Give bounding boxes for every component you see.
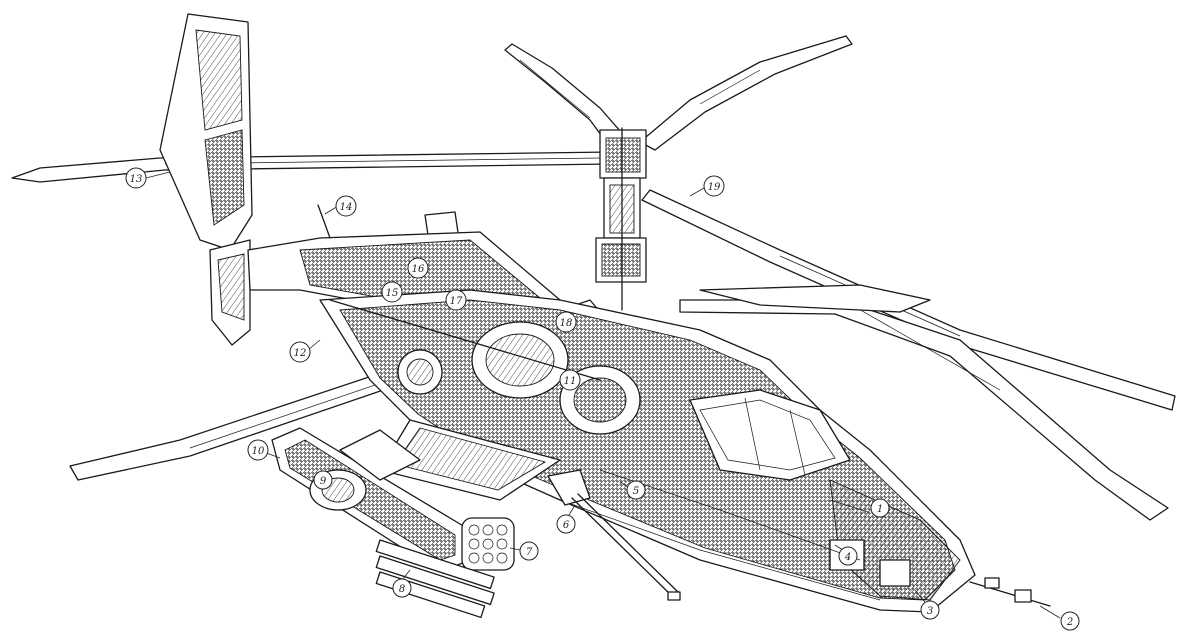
callout-15: 15 bbox=[381, 281, 403, 303]
callout-13: 13 bbox=[125, 167, 147, 189]
callout-17: 17 bbox=[445, 289, 467, 311]
callout-label-15: 15 bbox=[386, 288, 399, 299]
callout-label-5: 5 bbox=[633, 486, 639, 497]
callout-label-7: 7 bbox=[526, 547, 533, 558]
callout-1: 1 bbox=[870, 498, 890, 518]
callout-label-6: 6 bbox=[563, 520, 570, 531]
callout-label-9: 9 bbox=[320, 476, 327, 487]
callout-14: 14 bbox=[335, 195, 357, 217]
side-cannon bbox=[547, 469, 681, 601]
callout-label-11: 11 bbox=[564, 376, 577, 387]
callout-6: 6 bbox=[556, 514, 576, 534]
callout-label-14: 14 bbox=[340, 202, 353, 213]
callout-label-17: 17 bbox=[450, 296, 463, 307]
callout-2: 2 bbox=[1060, 611, 1080, 631]
callout-label-13: 13 bbox=[130, 174, 143, 185]
callout-label-2: 2 bbox=[1066, 617, 1073, 628]
callout-7: 7 bbox=[519, 541, 539, 561]
callout-label-10: 10 bbox=[252, 446, 265, 457]
callout-label-19: 19 bbox=[708, 182, 721, 193]
callout-8: 8 bbox=[392, 578, 412, 598]
callout-19: 19 bbox=[703, 175, 725, 197]
callout-label-16: 16 bbox=[412, 264, 425, 275]
callout-12: 12 bbox=[289, 341, 311, 363]
callout-label-4: 4 bbox=[844, 552, 851, 563]
callout-5: 5 bbox=[626, 480, 646, 500]
callout-9: 9 bbox=[313, 470, 333, 490]
callout-10: 10 bbox=[247, 439, 269, 461]
callout-label-18: 18 bbox=[560, 318, 573, 329]
fuselage bbox=[319, 289, 1051, 613]
callout-4: 4 bbox=[838, 546, 858, 566]
rotor-mast bbox=[595, 127, 647, 311]
callout-label-1: 1 bbox=[877, 504, 883, 515]
callout-18: 18 bbox=[555, 311, 577, 333]
callout-label-12: 12 bbox=[294, 348, 307, 359]
callout-leaders bbox=[145, 171, 1061, 619]
callout-11: 11 bbox=[559, 369, 581, 391]
callout-3: 3 bbox=[920, 600, 940, 620]
callout-16: 16 bbox=[407, 257, 429, 279]
callout-label-3: 3 bbox=[927, 606, 933, 617]
upper-rotor-blades bbox=[11, 35, 1176, 411]
callout-label-8: 8 bbox=[399, 584, 405, 595]
